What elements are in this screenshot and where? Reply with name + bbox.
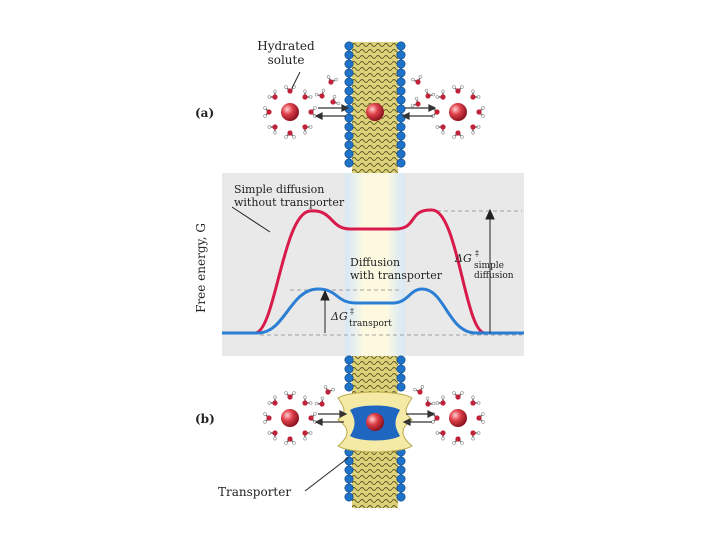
membrane-head-icon xyxy=(344,140,354,150)
simple-leader-line xyxy=(231,206,271,233)
membrane-head-icon xyxy=(344,373,354,383)
panel-b-label: (b) xyxy=(195,412,215,426)
membrane-head-icon xyxy=(396,373,406,383)
membrane-head-icon xyxy=(396,355,406,365)
membrane-head-icon xyxy=(344,113,354,123)
membrane-head-icon xyxy=(344,122,354,132)
membrane-head-icon xyxy=(344,158,354,168)
arrow-icon-a xyxy=(314,104,437,120)
membrane-head-icon xyxy=(396,95,406,105)
membrane-head-icon xyxy=(396,104,406,114)
solute-sphere-icon-b-left xyxy=(264,392,317,445)
dg-simple-subscript-1: simple xyxy=(474,261,504,271)
membrane-head-icon xyxy=(396,68,406,78)
membrane-head-icon xyxy=(396,140,406,150)
dg-transport-symbol: ΔG xyxy=(330,310,348,323)
membrane-head-icon xyxy=(344,50,354,60)
membrane-head-icon xyxy=(344,465,354,475)
dg-transport-arrow xyxy=(320,289,330,333)
simple-diffusion-curve xyxy=(222,208,524,335)
membrane-head-icon xyxy=(344,131,354,141)
membrane-head-icon xyxy=(396,158,406,168)
channel-highlight xyxy=(345,173,405,356)
membrane-head-icon xyxy=(396,364,406,374)
panel-a-label: (a) xyxy=(195,106,214,120)
membrane-head-groups xyxy=(344,41,406,502)
membrane-head-icon xyxy=(396,122,406,132)
dg-transport-superscript: ‡ xyxy=(350,307,354,316)
membrane-head-icon xyxy=(344,59,354,69)
dg-simple-superscript: ‡ xyxy=(475,249,479,258)
solute-sphere-icon-a-left xyxy=(264,86,317,139)
membrane-head-icon xyxy=(344,456,354,466)
membrane-head-icon xyxy=(344,474,354,484)
membrane-head-icon xyxy=(396,59,406,69)
transport-diffusion-curve xyxy=(222,287,524,335)
hydrated-solute-label-line1: Hydrated xyxy=(257,39,315,53)
solute-sphere-icon-a-right xyxy=(432,86,485,139)
solute-sphere-icon-a-center xyxy=(313,74,437,121)
membrane-head-icon xyxy=(344,86,354,96)
dg-simple-subscript-2: diffusion xyxy=(474,271,514,281)
dg-simple-symbol: ΔG xyxy=(454,252,472,265)
hydrated-leader-line xyxy=(291,71,301,89)
reference-lines xyxy=(260,210,522,336)
membrane-head-icon xyxy=(344,492,354,502)
transporter-leader-line xyxy=(304,457,349,492)
membrane-head-icon xyxy=(396,456,406,466)
membrane-head-icon xyxy=(344,149,354,159)
solute-sphere-icon-b-right xyxy=(432,392,485,445)
membrane-head-icon xyxy=(396,382,406,392)
membrane-head-icon xyxy=(396,131,406,141)
membrane-head-icon xyxy=(396,474,406,484)
membrane-head-icon xyxy=(396,483,406,493)
y-axis-label: Free energy, G xyxy=(194,223,208,313)
membrane-head-icon xyxy=(396,50,406,60)
dg-simple-arrow xyxy=(485,208,495,333)
transporter-protein-icon xyxy=(337,391,413,453)
membrane-head-icon xyxy=(344,95,354,105)
dg-transport-subscript: transport xyxy=(349,319,392,329)
transport-label-line1: Diffusion xyxy=(350,256,400,269)
membrane-head-icon xyxy=(344,382,354,392)
arrow-icon-b xyxy=(314,410,436,426)
membrane-head-icon xyxy=(344,68,354,78)
simple-diffusion-label-line1: Simple diffusion xyxy=(234,183,324,196)
transporter-label: Transporter xyxy=(218,485,291,499)
membrane-head-icon xyxy=(344,483,354,493)
hydrated-solute-label-line2: solute xyxy=(268,53,305,67)
membrane-head-icon xyxy=(396,77,406,87)
membrane-head-icon xyxy=(396,465,406,475)
membrane-head-icon xyxy=(344,41,354,51)
membrane-head-icon xyxy=(344,364,354,374)
simple-diffusion-label-line2: without transporter xyxy=(234,196,345,209)
membrane-head-icon xyxy=(344,355,354,365)
membrane-head-icon xyxy=(396,86,406,96)
membrane-head-icon xyxy=(396,492,406,502)
membrane-head-icon xyxy=(396,41,406,51)
transport-label-line2: with transporter xyxy=(350,269,443,282)
membrane-head-icon xyxy=(344,77,354,87)
membrane-head-icon xyxy=(396,149,406,159)
